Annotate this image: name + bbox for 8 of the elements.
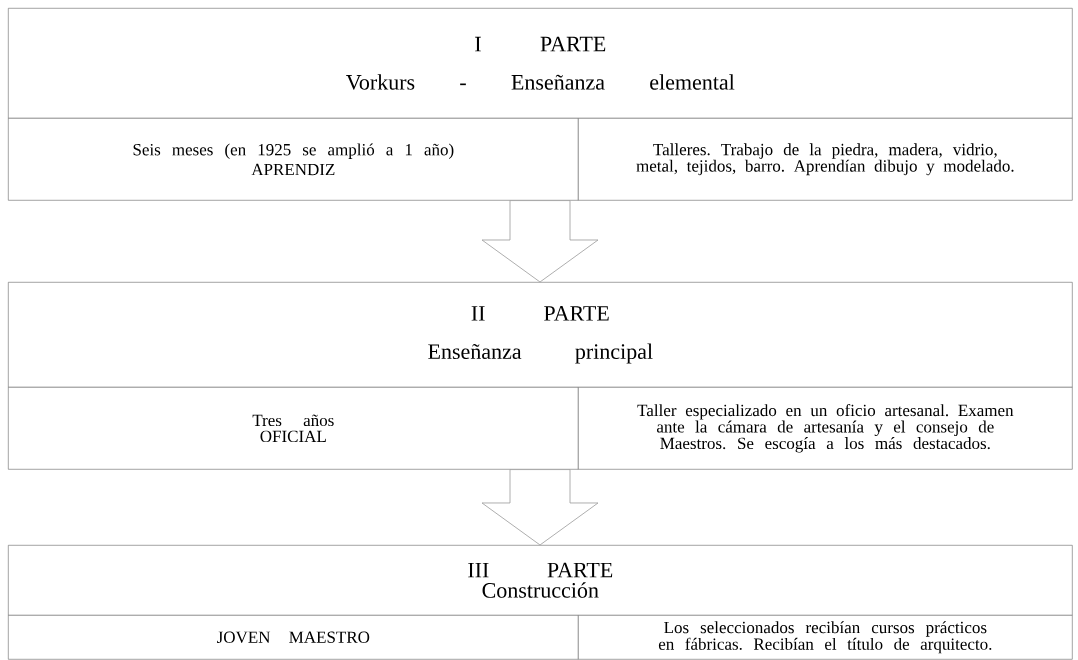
table-cell: Seis meses (en 1925 se amplió a 1 año) APRENDIZ [8,118,579,201]
table-cell: JOVEN MAESTRO [8,615,579,660]
block-arrow [481,200,599,283]
table-cell: Talleres. Trabajo de la piedra, madera, vidrio, metal, tejidos, barro. Aprendían dibujo y modelado. [578,118,1073,201]
table-cell: Taller especializado en un oficio artesanal. Examen ante la cámara de artesanía y el consejo de Maestros. Se escogía a los más destacados. [578,386,1073,470]
block-arrow [481,469,599,546]
table-cell: Los seleccionados recibían cursos prácticos en fábricas. Recibían el título de arquitecto. [578,615,1073,660]
table-cell: Tres años OFICIAL [8,386,579,470]
